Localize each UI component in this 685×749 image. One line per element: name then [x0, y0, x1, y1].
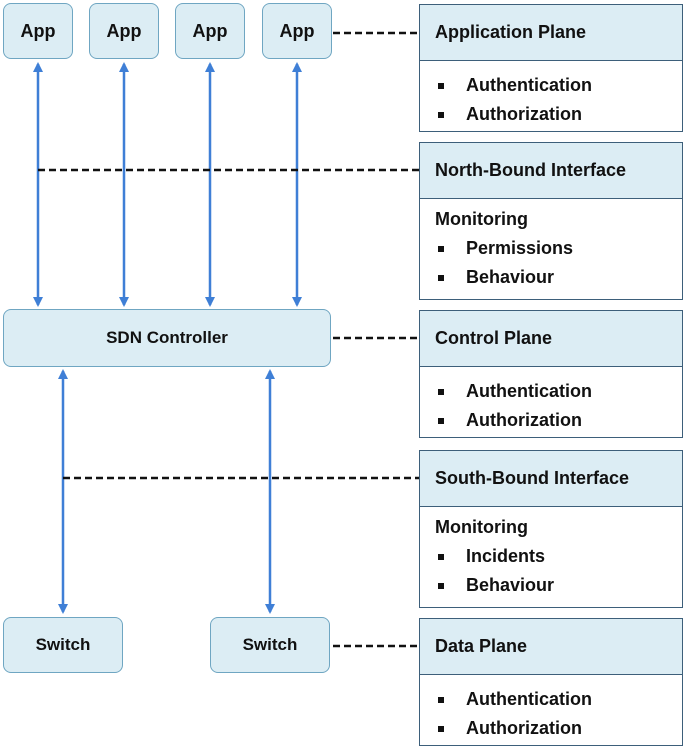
bullet-icon [438, 246, 444, 252]
bullet-icon [438, 583, 444, 589]
app-node-label: App [279, 20, 315, 41]
panel-body: Authentication Authorization [420, 367, 682, 435]
list-item-label: Authorization [466, 718, 582, 738]
list-item: Authorization [435, 406, 682, 435]
bullet-icon [438, 83, 444, 89]
switch-node-label: Switch [35, 635, 91, 654]
north-bound-interface-panel: North-Bound Interface Monitoring Permiss… [419, 142, 683, 300]
panel-title: South-Bound Interface [420, 451, 682, 507]
panel-title: Data Plane [420, 619, 682, 675]
app-node-label: App [106, 20, 142, 41]
panel-body: Monitoring Permissions Behaviour [420, 199, 682, 292]
switch-node-2[interactable]: Switch [210, 617, 330, 673]
list-item: Behaviour [435, 263, 682, 292]
panel-list: Authentication Authorization [435, 685, 682, 743]
bullet-icon [438, 554, 444, 560]
list-item: Incidents [435, 542, 682, 571]
list-item-label: Permissions [466, 238, 574, 258]
panel-subtitle: Monitoring [435, 517, 528, 537]
list-item: Authorization [435, 100, 682, 129]
bullet-icon [438, 418, 444, 424]
switch-node-label: Switch [242, 635, 298, 654]
bullet-icon [438, 726, 444, 732]
bullet-icon [438, 389, 444, 395]
panel-list: Permissions Behaviour [435, 234, 682, 292]
panel-title: Control Plane [420, 311, 682, 367]
app-node-2[interactable]: App [89, 3, 159, 59]
list-item-label: Authorization [466, 410, 582, 430]
data-plane-panel: Data Plane Authentication Authorization [419, 618, 683, 746]
list-item: Authentication [435, 685, 682, 714]
switch-node-1[interactable]: Switch [3, 617, 123, 673]
sdn-controller-label: SDN Controller [106, 328, 228, 347]
app-node-1[interactable]: App [3, 3, 73, 59]
panel-body: Monitoring Incidents Behaviour [420, 507, 682, 600]
panel-title: North-Bound Interface [420, 143, 682, 199]
sdn-controller-node[interactable]: SDN Controller [3, 309, 331, 367]
app-node-3[interactable]: App [175, 3, 245, 59]
south-bound-interface-panel: South-Bound Interface Monitoring Inciden… [419, 450, 683, 608]
application-plane-panel: Application Plane Authentication Authori… [419, 4, 683, 132]
app-node-label: App [192, 20, 228, 41]
list-item: Permissions [435, 234, 682, 263]
panel-body: Authentication Authorization [420, 61, 682, 129]
app-node-label: App [20, 20, 56, 41]
panel-subtitle: Monitoring [435, 209, 528, 229]
list-item: Authorization [435, 714, 682, 743]
panel-list: Authentication Authorization [435, 71, 682, 129]
list-item-label: Behaviour [466, 575, 555, 595]
list-item-label: Authentication [466, 689, 592, 709]
list-item-label: Authorization [466, 104, 582, 124]
bullet-icon [438, 275, 444, 281]
panel-body: Authentication Authorization [420, 675, 682, 743]
panel-list: Authentication Authorization [435, 377, 682, 435]
control-plane-panel: Control Plane Authentication Authorizati… [419, 310, 683, 438]
panel-list: Incidents Behaviour [435, 542, 682, 600]
bullet-icon [438, 697, 444, 703]
app-node-4[interactable]: App [262, 3, 332, 59]
list-item: Behaviour [435, 571, 682, 600]
panel-title: Application Plane [420, 5, 682, 61]
bullet-icon [438, 112, 444, 118]
list-item: Authentication [435, 377, 682, 406]
list-item-label: Authentication [466, 75, 592, 95]
list-item-label: Incidents [466, 546, 546, 566]
list-item: Authentication [435, 71, 682, 100]
list-item-label: Behaviour [466, 267, 555, 287]
list-item-label: Authentication [466, 381, 592, 401]
